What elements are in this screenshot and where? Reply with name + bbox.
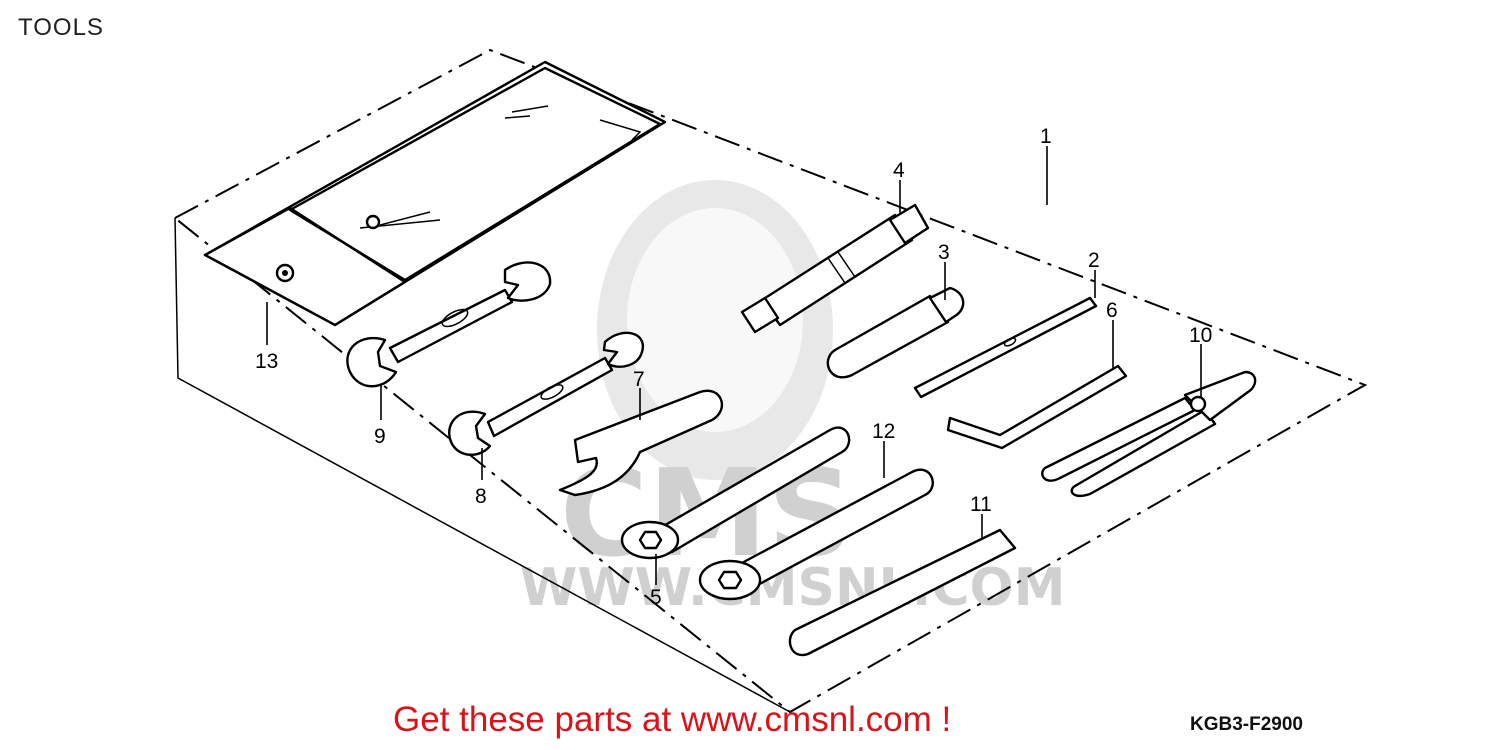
callout-10: 10 (1189, 324, 1212, 347)
plug-wrench (740, 203, 930, 334)
leader-lines (266, 146, 1202, 585)
footer-cmsnl-link[interactable]: Get these parts at www.cmsnl.com ! (393, 700, 952, 739)
callout-5: 5 (650, 586, 662, 609)
extension-bar (788, 528, 1017, 657)
callout-3: 3 (938, 241, 950, 264)
callout-labels: 1 2 3 4 5 6 7 8 9 10 11 12 13 (255, 125, 1212, 609)
pliers (1041, 370, 1257, 498)
pin-spanner (558, 389, 723, 497)
boundary-bottom-edge (174, 217, 791, 713)
callout-6: 6 (1106, 299, 1118, 322)
page-title: TOOLS (18, 14, 104, 41)
screwdriver-handle (826, 286, 965, 379)
callout-9: 9 (374, 425, 386, 448)
open-end-wrench-small (448, 331, 645, 456)
callout-2: 2 (1088, 249, 1100, 272)
screwdriver-bit (913, 296, 1098, 399)
watermark: CMS WWW.CMSNL.COM (520, 180, 1065, 618)
callout-1: 1 (1040, 125, 1052, 148)
drawing-code: KGB3-F2900 (1190, 714, 1303, 735)
box-wrench-small (620, 426, 851, 560)
callout-8: 8 (475, 485, 487, 508)
callout-13: 13 (255, 350, 278, 373)
tool-set-boundary (173, 48, 1368, 714)
callout-11: 11 (970, 493, 992, 516)
box-wrench-large (698, 468, 934, 601)
hex-key (946, 364, 1128, 450)
open-end-wrench-large (346, 261, 552, 388)
tool-bag (203, 60, 667, 327)
callout-7: 7 (633, 368, 645, 391)
callout-4: 4 (893, 159, 905, 182)
callout-12: 12 (872, 420, 895, 443)
